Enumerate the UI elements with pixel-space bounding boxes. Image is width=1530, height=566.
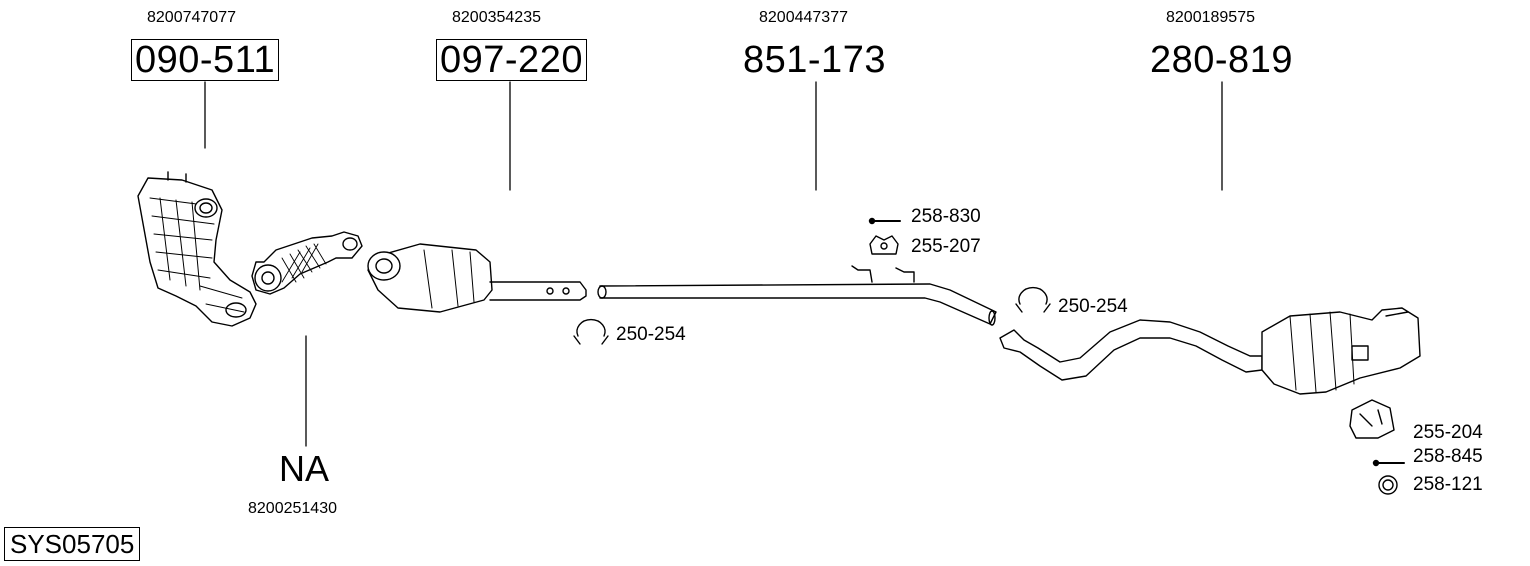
manifold-catalyst-icon[interactable]: [137, 171, 257, 327]
oem-number-rear-silencer: 8200189575: [1166, 9, 1255, 26]
catalytic-converter-icon[interactable]: [367, 243, 587, 313]
clamp-icon[interactable]: [573, 318, 609, 345]
rubber-mount-icon[interactable]: [1349, 399, 1395, 439]
oem-number-middle-pipe: 8200447377: [759, 9, 848, 26]
leader-lines: [204, 81, 1223, 447]
gasket-ring-icon[interactable]: [1378, 475, 1398, 495]
flex-pipe-icon[interactable]: [251, 231, 363, 295]
bolt-icon[interactable]: [1372, 459, 1405, 467]
accessory-label-clamp-250-254-rear[interactable]: 250-254: [1058, 296, 1128, 317]
accessory-label-bolt-258-845[interactable]: 258-845: [1413, 446, 1483, 467]
middle-pipe-icon[interactable]: [597, 265, 997, 326]
oem-number-manifold-catalyst: 8200747077: [147, 9, 236, 26]
bolt-icon[interactable]: [868, 217, 901, 225]
system-id-box: SYS05705: [4, 527, 141, 561]
accessory-label-mount-255-207[interactable]: 255-207: [911, 236, 981, 257]
not-available-label: NA: [279, 448, 330, 489]
accessory-label-ring-258-121[interactable]: 258-121: [1413, 474, 1483, 495]
part-number-middle-pipe[interactable]: 851-173: [743, 39, 886, 81]
clamp-icon[interactable]: [1015, 286, 1051, 313]
accessory-label-clamp-250-254-front[interactable]: 250-254: [616, 324, 686, 345]
oem-number-catalytic-converter: 8200354235: [452, 9, 541, 26]
accessory-label-mount-255-204[interactable]: 255-204: [1413, 422, 1483, 443]
part-number-rear-silencer[interactable]: 280-819: [1150, 39, 1293, 81]
oem-number-flex-pipe: 8200251430: [248, 500, 337, 517]
part-number-catalytic-converter[interactable]: 097-220: [436, 39, 587, 81]
rubber-mount-icon[interactable]: [869, 235, 899, 255]
accessory-label-bolt-258-830[interactable]: 258-830: [911, 206, 981, 227]
rear-silencer-icon[interactable]: [999, 307, 1421, 395]
part-number-manifold-catalyst[interactable]: 090-511: [131, 39, 280, 81]
